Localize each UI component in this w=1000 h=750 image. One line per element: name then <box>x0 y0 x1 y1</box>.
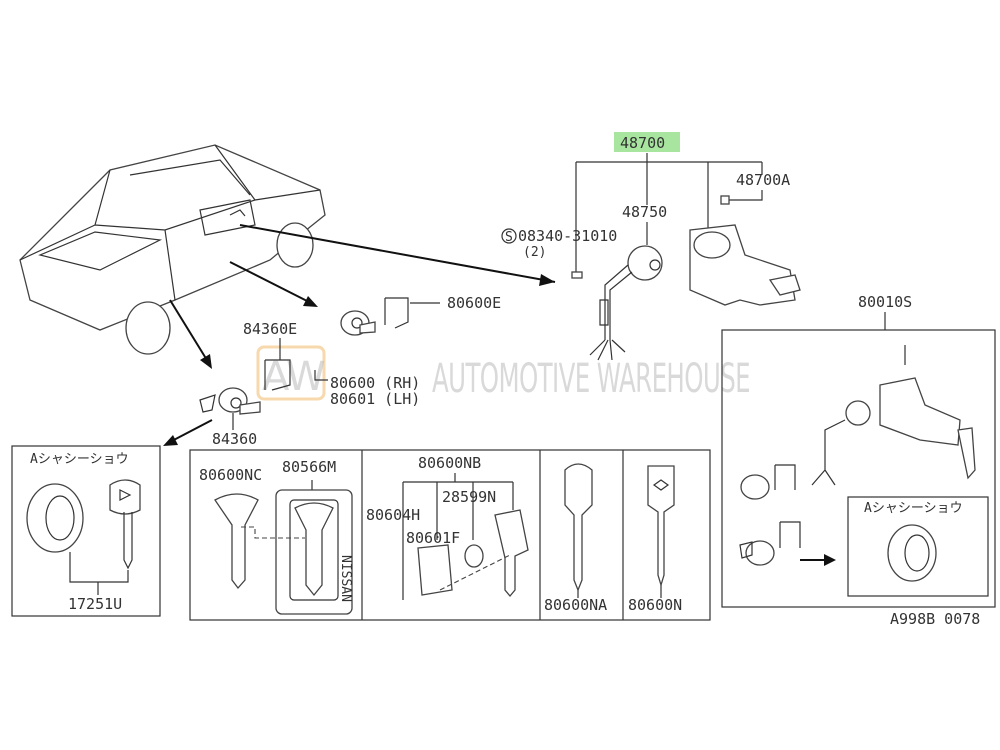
part-80600NA[interactable]: 80600NA <box>544 596 607 614</box>
part-80600N[interactable]: 80600N <box>628 596 682 614</box>
ignition-switch-drawing <box>571 195 801 361</box>
watermark-text: AUTOMOTIVE WAREHOUSE <box>432 356 750 402</box>
part-48750[interactable]: 48750 <box>622 203 667 221</box>
part-80600NC[interactable]: 80600NC <box>199 466 262 484</box>
keys-box <box>189 449 711 621</box>
part-48700[interactable]: 48700 <box>620 134 665 152</box>
part-17251U[interactable]: 17251U <box>68 595 122 613</box>
part-84360E[interactable]: 84360E <box>243 320 297 338</box>
part-80600NB[interactable]: 80600NB <box>418 454 481 472</box>
door-lock-drawing <box>199 297 409 415</box>
part-28599N[interactable]: 28599N <box>442 488 496 506</box>
truck-illustration <box>19 144 326 355</box>
chassis-note-right: Aシャシーショウ <box>864 501 963 516</box>
standard-part-symbol <box>501 228 517 244</box>
part-80601-lh[interactable]: 80601 (LH) <box>330 390 420 408</box>
watermark-logo: AW <box>262 354 325 400</box>
part-08340-31010[interactable]: 08340-31010 <box>518 227 617 245</box>
standard-part-letter: S <box>505 230 513 245</box>
callout-arrows <box>163 224 836 566</box>
kit-box <box>721 329 996 608</box>
part-80601F[interactable]: 80601F <box>406 529 460 547</box>
chassis-note-left: Aシャシーショウ <box>30 452 129 467</box>
chassis-box-left <box>11 445 161 617</box>
diagram-code: A998B 0078 <box>890 610 980 628</box>
part-80566M[interactable]: 80566M <box>282 458 336 476</box>
part-80600E[interactable]: 80600E <box>447 294 501 312</box>
part-80600-rh[interactable]: 80600 (RH) <box>330 374 420 392</box>
highlight-48700 <box>614 132 680 152</box>
keys-drawing: NISSAN <box>214 463 675 615</box>
part-80010S[interactable]: 80010S <box>858 293 912 311</box>
watermark: AW AUTOMOTIVE WAREHOUSE <box>256 345 751 402</box>
part-80604H[interactable]: 80604H <box>366 506 420 524</box>
part-84360[interactable]: 84360 <box>212 430 257 448</box>
chassis-box-right <box>847 496 989 597</box>
part-48700A[interactable]: 48700A <box>736 171 790 189</box>
chassis-parts-drawing <box>26 479 141 595</box>
kit-drawing <box>739 345 976 566</box>
screw-quantity: (2) <box>523 245 546 260</box>
case-brand: NISSAN <box>338 555 353 602</box>
